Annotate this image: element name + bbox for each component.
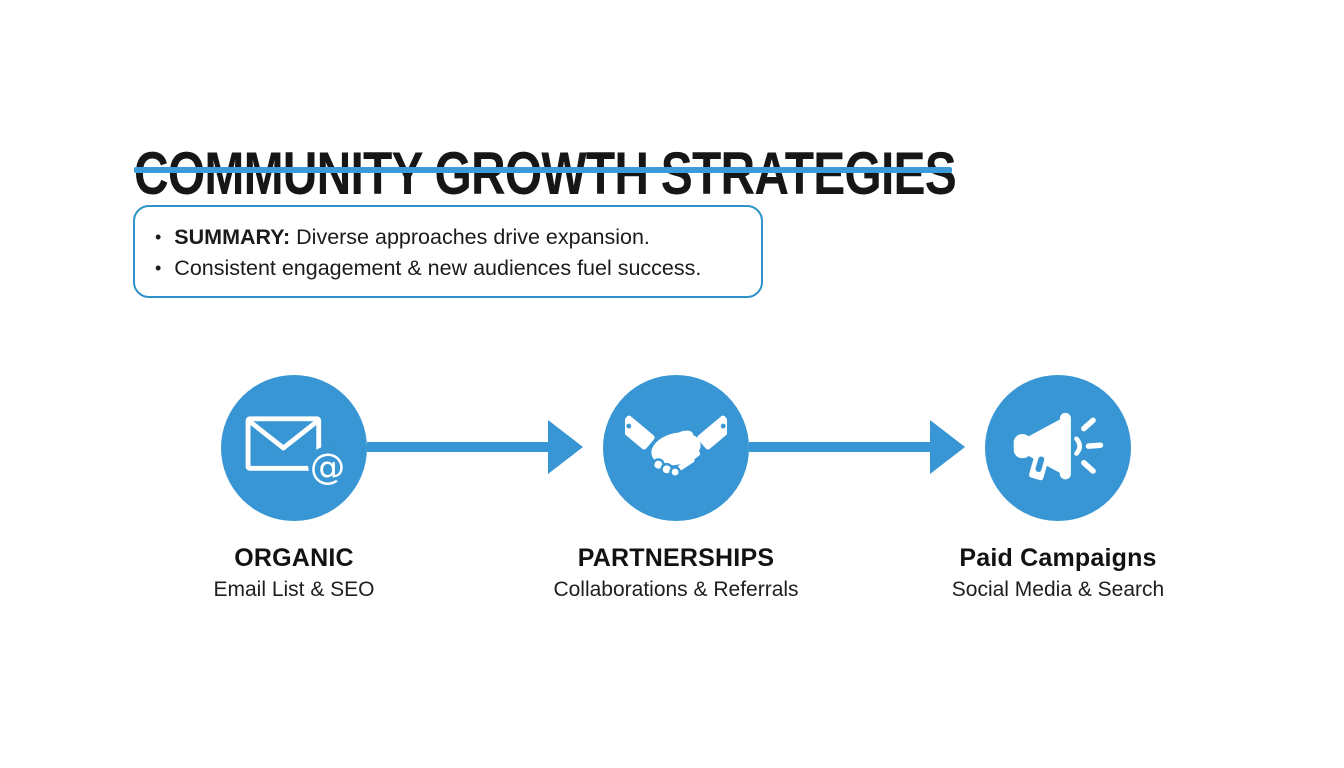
step-subtitle: Collaborations & Referrals xyxy=(553,578,799,601)
step-subtitle: Social Media & Search xyxy=(951,578,1165,601)
megaphone-icon xyxy=(1013,412,1104,481)
summary-box: • SUMMARY: Diverse approaches drive expa… xyxy=(133,205,763,298)
step-organic: @ ORGANIC Email List & SEO xyxy=(134,375,454,602)
summary-line: • SUMMARY: Diverse approaches drive expa… xyxy=(149,222,745,253)
title-underline xyxy=(134,167,952,173)
summary-text: Consistent engagement & new audiences fu… xyxy=(174,255,702,280)
step-circle: @ xyxy=(221,375,367,521)
step-partnerships: PARTNERSHIPS Collaborations & Referrals xyxy=(516,375,836,602)
step-title: Paid Campaigns xyxy=(959,544,1157,572)
step-title: ORGANIC xyxy=(234,544,354,572)
handshake-icon xyxy=(625,415,727,478)
email-at-icon: @ xyxy=(245,416,347,486)
bullet-icon: • xyxy=(155,226,162,247)
summary-text: Diverse approaches drive expansion. xyxy=(296,224,650,249)
step-subtitle: Email List & SEO xyxy=(213,578,375,601)
summary-line: • Consistent engagement & new audiences … xyxy=(149,253,745,284)
flow-arrow-icon xyxy=(367,420,583,474)
step-title: PARTNERSHIPS xyxy=(577,544,775,572)
summary-label: SUMMARY: xyxy=(174,224,291,249)
svg-text:@: @ xyxy=(310,447,345,486)
flow-arrow-icon xyxy=(749,420,965,474)
bullet-icon: • xyxy=(155,257,162,278)
step-paid-campaigns: Paid Campaigns Social Media & Search xyxy=(898,375,1218,602)
page-title: COMMUNITY GROWTH STRATEGIES xyxy=(134,140,957,208)
step-circle xyxy=(985,375,1131,521)
step-circle xyxy=(603,375,749,521)
